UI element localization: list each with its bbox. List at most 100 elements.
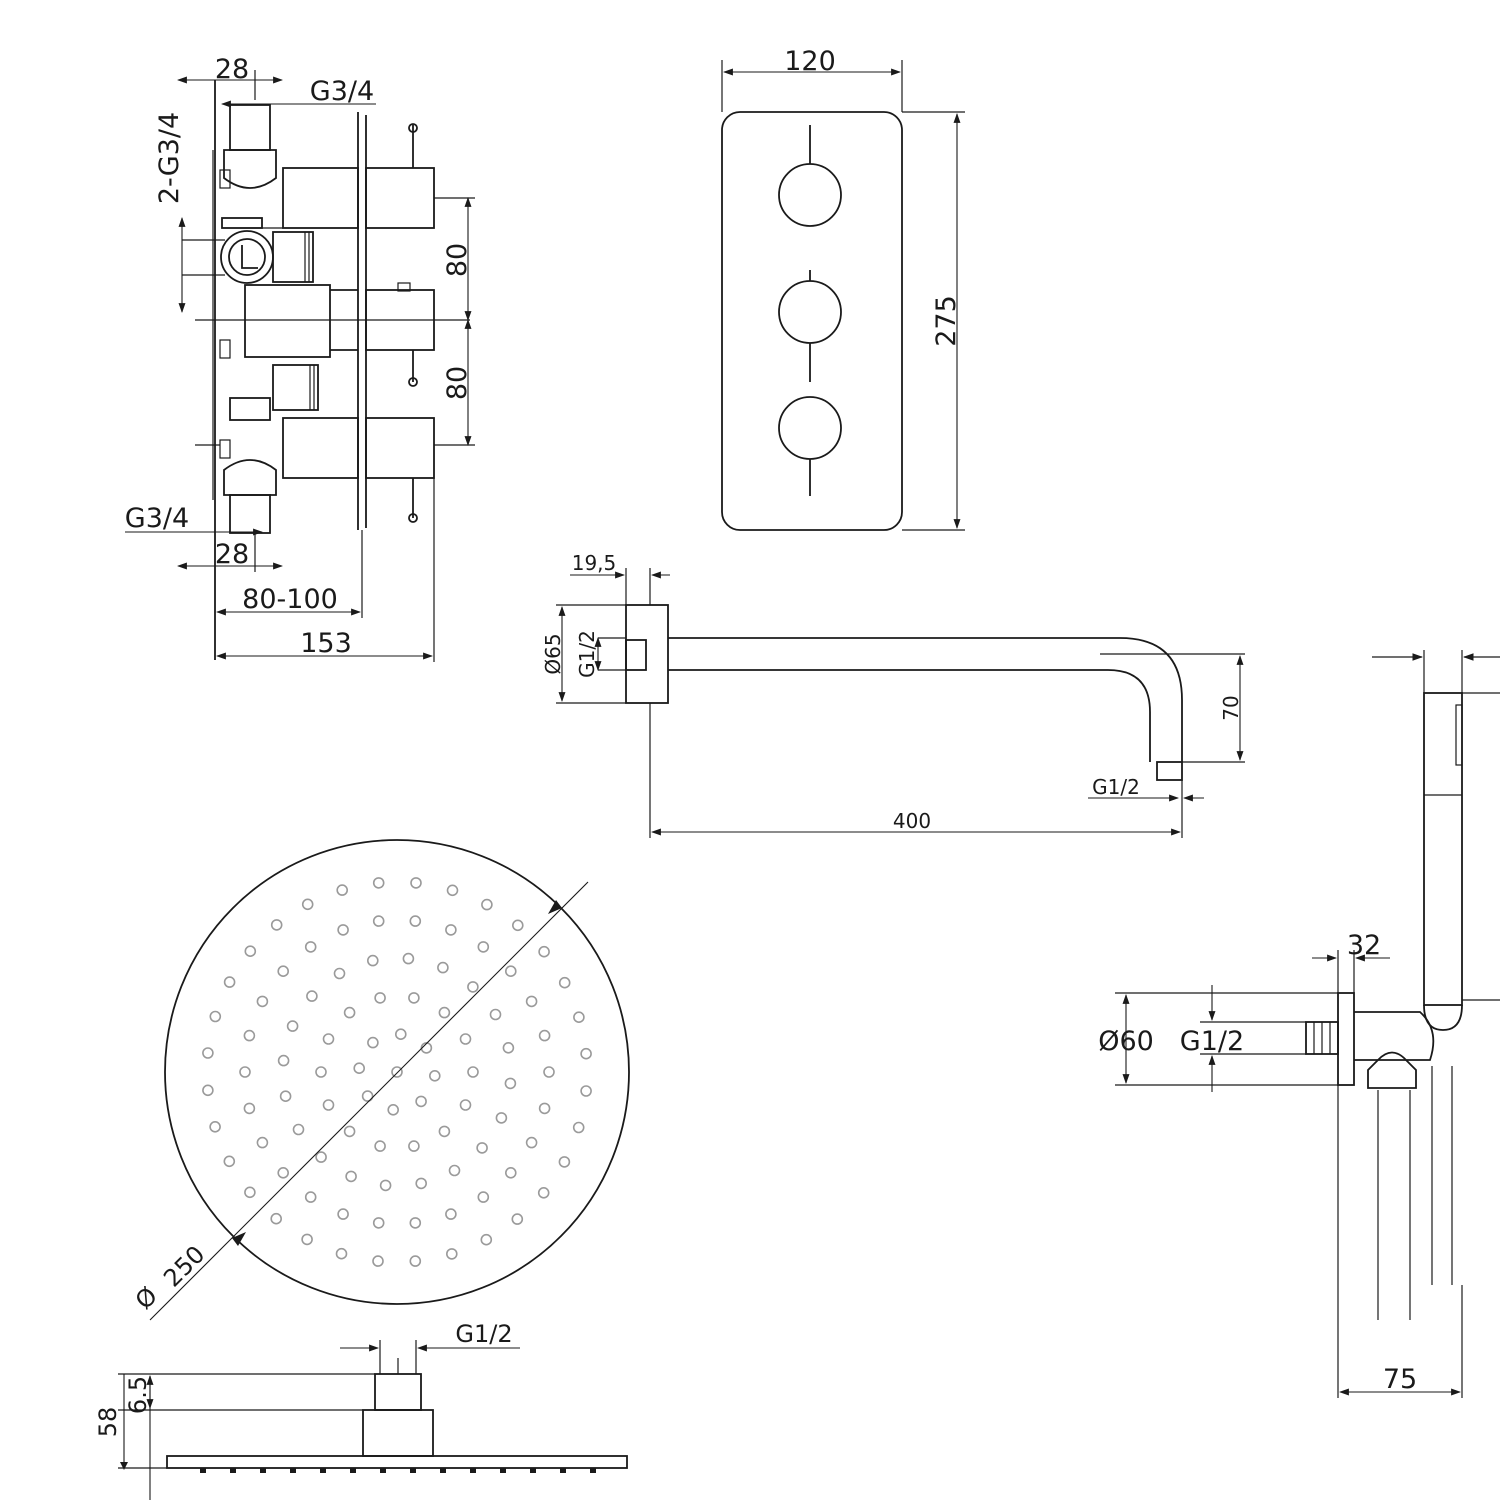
spray-nozzle [270,919,283,931]
spray-nozzle [353,1062,366,1074]
spray-nozzles [202,877,592,1267]
spray-nozzle [409,915,422,927]
spray-nozzle [543,1066,555,1078]
spray-nozzle [420,1042,433,1054]
spray-nozzle [315,1151,327,1163]
faceplate-height: 275 [931,295,962,347]
spray-nozzle [244,945,257,958]
spray-nozzle [438,1006,451,1019]
spray-nozzle [374,992,386,1004]
valve-top-inlet-thread: G3/4 [310,76,374,107]
spray-nozzle [558,976,571,989]
spray-nozzle [504,1077,517,1090]
side-nozzle [590,1468,596,1473]
bracket-thread: G1/2 [1180,1026,1244,1057]
spray-nozzle [409,1217,422,1229]
spray-nozzle [428,1070,441,1082]
spray-nozzle [480,1233,493,1246]
spray-nozzle [538,1102,551,1115]
spray-nozzle [202,1047,214,1059]
spray-nozzle [279,1090,292,1102]
spray-nozzle [459,1033,472,1045]
valve-overall-depth: 153 [300,628,352,659]
spray-nozzle [372,1217,385,1229]
side-nozzle [260,1468,266,1473]
arm-flange-thickness: 19,5 [572,551,617,575]
arm-drop: 70 [1219,695,1243,720]
spray-nozzle [343,1006,356,1019]
spray-nozzle [301,1233,313,1246]
spray-nozzle [504,1167,517,1179]
side-nozzle [230,1468,236,1473]
side-nozzle [290,1468,296,1473]
spray-nozzle [223,1155,236,1168]
side-nozzle [530,1468,536,1473]
spray-nozzle [476,1142,488,1154]
spray-nozzle [223,976,236,988]
arm-outlet-thread: G1/2 [1092,775,1140,799]
spray-nozzle [256,995,269,1008]
spray-nozzle [572,1121,585,1134]
spray-nozzle [239,1066,251,1078]
spray-nozzle [573,1011,585,1024]
spray-nozzle [387,1104,400,1116]
spray-nozzle [345,1170,357,1183]
hand-shower-width: 75 [1383,1364,1417,1395]
head-connection-thread: G1/2 [455,1320,512,1348]
flow-knob-lower [778,396,842,460]
spray-nozzle [372,877,385,889]
valve-outlet-threads: 2-G3/4 [154,112,185,204]
spray-nozzle [209,1010,222,1023]
spray-nozzle [270,1212,283,1225]
spray-nozzle [580,1047,592,1060]
arm-wall-thread: G1/2 [575,630,599,678]
valve-top-offset: 28 [215,54,249,85]
spray-nozzle [337,1208,349,1220]
side-nozzle [410,1468,416,1473]
spray-nozzle [448,1164,461,1177]
spray-nozzle [322,1033,335,1045]
spray-nozzle [445,1208,457,1220]
spray-nozzle [337,924,349,936]
valve-wall-depth-range: 80-100 [242,584,338,615]
head-overall-height: 58 [94,1407,122,1438]
spray-nozzle [489,1008,502,1021]
bracket-flange-depth: 32 [1347,930,1381,961]
spray-nozzle [306,990,318,1002]
spray-nozzle [277,1054,290,1067]
spray-nozzle [408,1140,420,1152]
spray-nozzle [202,1084,214,1097]
spray-nozzle [580,1085,592,1097]
head-diameter-symbol: Ø [130,1282,163,1315]
valve-bottom-inlet-thread: G3/4 [125,503,189,534]
spray-nozzle [525,995,538,1008]
spray-nozzle [446,884,459,897]
spray-nozzle [445,1248,458,1260]
spray-nozzle [336,884,349,896]
shower-head-side-view: G1/2 6.5 58 [94,1320,628,1500]
spray-nozzle [315,1066,327,1078]
spray-nozzle [372,1255,384,1267]
spray-nozzle [477,1191,490,1203]
temperature-knob [778,163,842,227]
spray-nozzle [372,915,385,927]
spray-nozzle [209,1121,221,1133]
flow-knob-upper [778,280,842,344]
spray-nozzle [333,967,346,980]
spray-nozzle [495,1112,508,1124]
spray-nozzle [343,1125,356,1138]
spray-nozzle [504,965,517,978]
spray-nozzle [243,1102,256,1115]
spray-nozzle [244,1186,256,1199]
spray-nozzle [459,1099,472,1111]
side-nozzle [470,1468,476,1473]
spray-nozzle [408,992,420,1004]
spray-nozzle [304,1191,317,1203]
spray-nozzle [256,1136,269,1149]
shower-head-top-view: Ø 250 [130,839,630,1321]
side-nozzles [200,1468,596,1473]
spray-nozzle [304,941,317,953]
spray-nozzle [286,1020,299,1032]
side-nozzle [560,1468,566,1473]
